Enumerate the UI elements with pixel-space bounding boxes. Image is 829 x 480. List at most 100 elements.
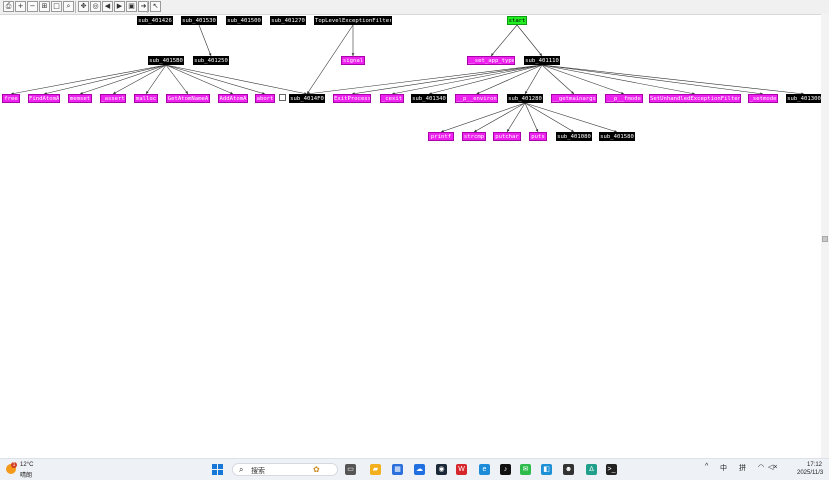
toolbar-separator: [147, 1, 148, 13]
clock-time[interactable]: 17:12: [807, 462, 823, 468]
zoom-in-icon[interactable]: +: [15, 1, 26, 12]
search-highlight-icon: ✿: [313, 465, 320, 474]
graph-node-import[interactable]: _cexit: [380, 94, 404, 103]
graph-node-import[interactable]: memset: [68, 94, 92, 103]
fit-window-icon[interactable]: ⊞: [39, 1, 50, 12]
store-icon[interactable]: ▦: [392, 464, 403, 475]
photos-icon[interactable]: ◧: [541, 464, 552, 475]
call-edge: [541, 64, 805, 95]
graph-node-func[interactable]: sub_401340: [411, 94, 447, 103]
graph-node-import[interactable]: ExitProcess: [333, 94, 371, 103]
edge-arrowhead: [571, 129, 574, 132]
graph-node-import[interactable]: AddAtomA: [218, 94, 248, 103]
call-edge: [165, 64, 189, 95]
graph-node-import[interactable]: FindAtomA: [28, 94, 60, 103]
graph-node-import[interactable]: puts: [529, 132, 547, 141]
call-edge: [351, 64, 543, 95]
graph-node-func[interactable]: sub_401250: [193, 56, 229, 65]
tray-expand-icon[interactable]: ^: [705, 463, 709, 470]
edge-arrowhead: [621, 91, 624, 95]
call-edge: [306, 64, 543, 95]
graph-node-func[interactable]: sub_401300: [786, 94, 822, 103]
graph-node-import[interactable]: __p__environ: [455, 94, 498, 103]
weather-description[interactable]: 晴朗: [20, 473, 33, 479]
edge-arrowhead: [307, 91, 310, 94]
graph-node-import[interactable]: printf: [428, 132, 454, 141]
graph-node-func[interactable]: sub_401500: [226, 16, 262, 25]
tiktok-icon[interactable]: ♪: [500, 464, 511, 475]
graph-node-import[interactable]: SetUnhandledExceptionFilter: [649, 94, 741, 103]
call-edge: [490, 24, 518, 57]
edge-arrowhead: [571, 91, 574, 94]
ime-chinese-indicator[interactable]: 中: [720, 465, 727, 472]
print-icon[interactable]: ⎙: [3, 1, 14, 12]
graph-node-import[interactable]: strcmp: [462, 132, 486, 141]
graph-node-import[interactable]: __getmainargs: [551, 94, 597, 103]
call-edge: [428, 64, 543, 95]
zoom-out-icon[interactable]: −: [27, 1, 38, 12]
steam-icon[interactable]: ◉: [436, 464, 447, 475]
call-edge: [524, 64, 543, 95]
wechat-icon[interactable]: ✉: [520, 464, 531, 475]
go-forward-icon[interactable]: ▶: [114, 1, 125, 12]
ime-pinyin-indicator[interactable]: 拼: [739, 465, 746, 472]
terminal-icon[interactable]: >_: [606, 464, 617, 475]
export-icon[interactable]: ➜: [138, 1, 149, 12]
zoom-region-icon[interactable]: ⌕: [63, 1, 74, 12]
call-edge: [541, 64, 764, 95]
call-edge: [79, 64, 167, 95]
taskbar-search[interactable]: ⌕ 搜索 ✿: [232, 463, 338, 476]
graph-node-func[interactable]: sub_401280: [507, 94, 543, 103]
call-edge: [506, 102, 526, 133]
graph-node-import[interactable]: putchar: [493, 132, 521, 141]
edge-arrowhead: [476, 91, 480, 95]
graph-node-func[interactable]: sub_4015B0: [148, 56, 184, 65]
volume-muted-icon[interactable]: ◁×: [768, 464, 778, 471]
graph-node-func[interactable]: sub_401110: [524, 56, 560, 65]
call-edge: [306, 24, 354, 95]
file-explorer-icon[interactable]: ▰: [370, 464, 381, 475]
collapsed-node-marker[interactable]: [279, 94, 286, 101]
graph-node-import[interactable]: GetAtomNameA: [166, 94, 210, 103]
zoom-100-icon[interactable]: □: [51, 1, 62, 12]
graph-node-func[interactable]: TopLevelExceptionFilter: [314, 16, 392, 25]
graph-node-func[interactable]: sub_401580: [599, 132, 635, 141]
graph-node-func[interactable]: sub_401270: [270, 16, 306, 25]
call-edge: [524, 102, 539, 133]
search-label: 搜索: [251, 468, 265, 475]
graph-node-import[interactable]: abort: [255, 94, 275, 103]
graph-node-import[interactable]: _assert: [100, 94, 126, 103]
cloud-icon[interactable]: ☁: [414, 464, 425, 475]
graph-node-func[interactable]: sub_4014F0: [289, 94, 325, 103]
edge-arrowhead: [429, 92, 432, 95]
clock-date[interactable]: 2025/11/3: [797, 470, 824, 476]
pointer-tool-icon[interactable]: ↖: [150, 1, 161, 12]
sun-icon[interactable]: [6, 464, 16, 474]
edge-arrowhead: [113, 91, 116, 94]
edge-icon[interactable]: e: [479, 464, 490, 475]
overview-icon[interactable]: ◎: [90, 1, 101, 12]
wifi-icon[interactable]: ◠: [758, 464, 765, 471]
move-icon[interactable]: ✥: [78, 1, 89, 12]
delta-icon[interactable]: ∆: [586, 464, 597, 475]
graph-node-import[interactable]: __p__fmode: [605, 94, 643, 103]
graph-node-func[interactable]: sub_401426: [137, 16, 173, 25]
graph-node-func[interactable]: sub_401530: [181, 16, 217, 25]
weather-temperature[interactable]: 12°C: [20, 462, 34, 468]
graph-node-import[interactable]: __set_app_type: [467, 56, 515, 65]
graph-node-func[interactable]: sub_401080: [556, 132, 592, 141]
graph-node-import[interactable]: _setmode: [748, 94, 778, 103]
toolbar-separator: [75, 1, 76, 13]
task-view-icon[interactable]: ▭: [345, 464, 356, 475]
start-button[interactable]: [212, 464, 223, 475]
graph-node-entry[interactable]: start: [507, 16, 527, 25]
image-icon[interactable]: ▣: [126, 1, 137, 12]
wps-icon[interactable]: W: [456, 464, 467, 475]
game-icon[interactable]: ☻: [563, 464, 574, 475]
call-edge: [473, 102, 526, 133]
graph-node-import[interactable]: malloc: [134, 94, 158, 103]
scrollbar-thumb[interactable]: [822, 236, 828, 242]
graph-node-import[interactable]: free: [2, 94, 20, 103]
go-back-icon[interactable]: ◀: [102, 1, 113, 12]
graph-node-import[interactable]: signal: [341, 56, 365, 65]
